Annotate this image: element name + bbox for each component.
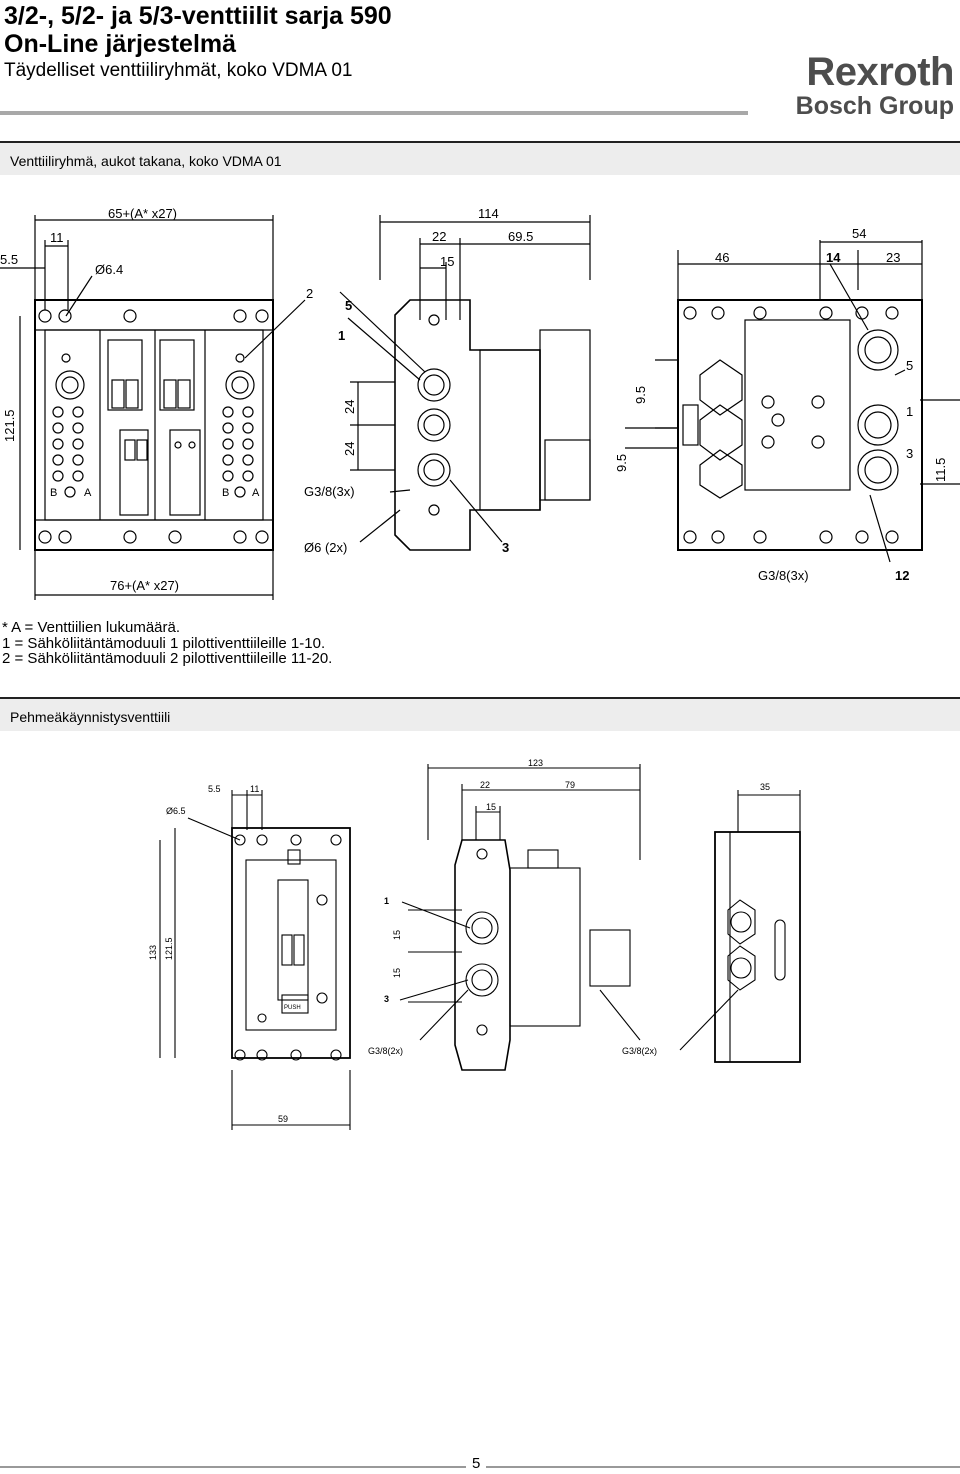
dim-label: 15: [440, 254, 454, 269]
dim-label: 14: [826, 250, 841, 265]
dim-label: 133: [148, 945, 158, 960]
dim-label: 76+(A* x27): [110, 578, 179, 593]
note-line: * A = Venttiilien lukumäärä.: [2, 619, 181, 636]
dim-label: 5: [345, 298, 352, 313]
dim-label: Ø6.5: [166, 806, 186, 816]
soft-start-side-view: [399, 764, 641, 1071]
section-header-soft-start: Pehmeäkäynnistysventtiili: [0, 697, 960, 731]
dim-label: 65+(A* x27): [108, 206, 177, 221]
header-rule: [0, 111, 748, 115]
dim-label: 9.5: [614, 454, 629, 472]
dim-label: 35: [760, 782, 770, 792]
dim-label: 5.5: [0, 252, 18, 267]
dim-label: 12: [895, 568, 909, 583]
notes: * A = Venttiilien lukumäärä. 1 = Sähköli…: [2, 620, 332, 667]
dim-label: 59: [278, 1114, 288, 1124]
dim-label: 9.5: [633, 386, 648, 404]
brand-name: Rexroth: [806, 50, 954, 94]
front-view: B A B A: [0, 215, 306, 600]
dim-label: PUSH: [284, 1005, 301, 1011]
dim-label: 15: [392, 968, 402, 978]
dim-label: G3/8(2x): [368, 1046, 403, 1056]
dim-label: 3: [906, 446, 913, 461]
dim-label: Ø6 (2x): [304, 540, 347, 555]
dim-label: 11.5: [933, 458, 948, 482]
dim-label: 23: [886, 250, 900, 265]
dim-label: 79: [565, 780, 575, 790]
dim-label: 24: [342, 400, 357, 414]
connector-pins-left: [52, 406, 84, 498]
dim-label: 11: [50, 230, 64, 245]
document-subtitle: Täydelliset venttiiliryhmät, koko VDMA 0…: [4, 60, 353, 81]
dim-label: G3/8(2x): [622, 1046, 657, 1056]
dim-label: 1: [338, 328, 345, 343]
svg-text:B: B: [50, 487, 57, 499]
dim-label: 54: [852, 226, 866, 241]
dim-label: 5.5: [208, 784, 221, 794]
dim-label: G3/8(3x): [758, 568, 809, 583]
dim-label: 3: [502, 540, 509, 555]
document-title: 3/2-, 5/2- ja 5/3-venttiilit sarja 590: [4, 2, 392, 30]
note-line: 1 = Sähköliitäntämoduuli 1 pilottiventti…: [2, 634, 326, 652]
section-header-valve-group: Venttiiliryhmä, aukot takana, koko VDMA …: [0, 141, 960, 175]
dim-label: 5: [906, 358, 913, 373]
dim-label: 15: [486, 802, 496, 812]
dim-label: 22: [432, 229, 446, 244]
technical-drawing-soft-start-valve: 5.5 11 Ø6.5 133 121.5 59 PUSH 123 22 79 …: [148, 758, 801, 1130]
dim-label: 121.5: [2, 409, 17, 442]
svg-text:A: A: [84, 487, 92, 499]
soft-start-rear-view: [679, 790, 801, 1063]
section-title: Pehmeäkäynnistysventtiili: [10, 709, 171, 725]
note-line: 2 = Sähköliitäntämoduuli 2 pilottiventti…: [2, 650, 333, 667]
page-number: 5: [466, 1455, 487, 1472]
soft-start-front-view: [159, 790, 351, 1130]
dim-label: 114: [478, 206, 499, 221]
dim-label: 15: [392, 930, 402, 940]
dim-label: 24: [342, 442, 357, 456]
section-title: Venttiiliryhmä, aukot takana, koko VDMA …: [10, 153, 282, 169]
side-view: [339, 215, 591, 551]
dim-label: Ø6.4: [95, 262, 123, 277]
connector-pins-right: [222, 406, 254, 498]
dim-label: 121.5: [164, 937, 174, 960]
dim-label: 1: [906, 404, 913, 419]
brand-group: Bosch Group: [795, 92, 954, 120]
svg-text:A: A: [252, 487, 260, 499]
dim-label: G3/8(3x): [304, 484, 355, 499]
dim-label: 1: [384, 896, 389, 906]
dim-label: 11: [250, 784, 259, 794]
dim-label: 22: [480, 780, 490, 790]
dim-label: 46: [715, 250, 729, 265]
svg-text:B: B: [222, 487, 229, 499]
dim-label: 123: [528, 758, 543, 768]
rear-view: [625, 240, 960, 563]
technical-drawing-valve-group: B A B A 65+(A* x27) 11 5.5 Ø6.4 2 121.5 …: [0, 206, 960, 600]
dim-label: 69.5: [508, 229, 533, 244]
brand-logo: Rexroth Bosch Group: [795, 50, 955, 120]
dim-label: 3: [384, 994, 389, 1004]
dim-label: 2: [306, 286, 313, 301]
document-title-line2: On-Line järjestelmä: [4, 30, 237, 58]
